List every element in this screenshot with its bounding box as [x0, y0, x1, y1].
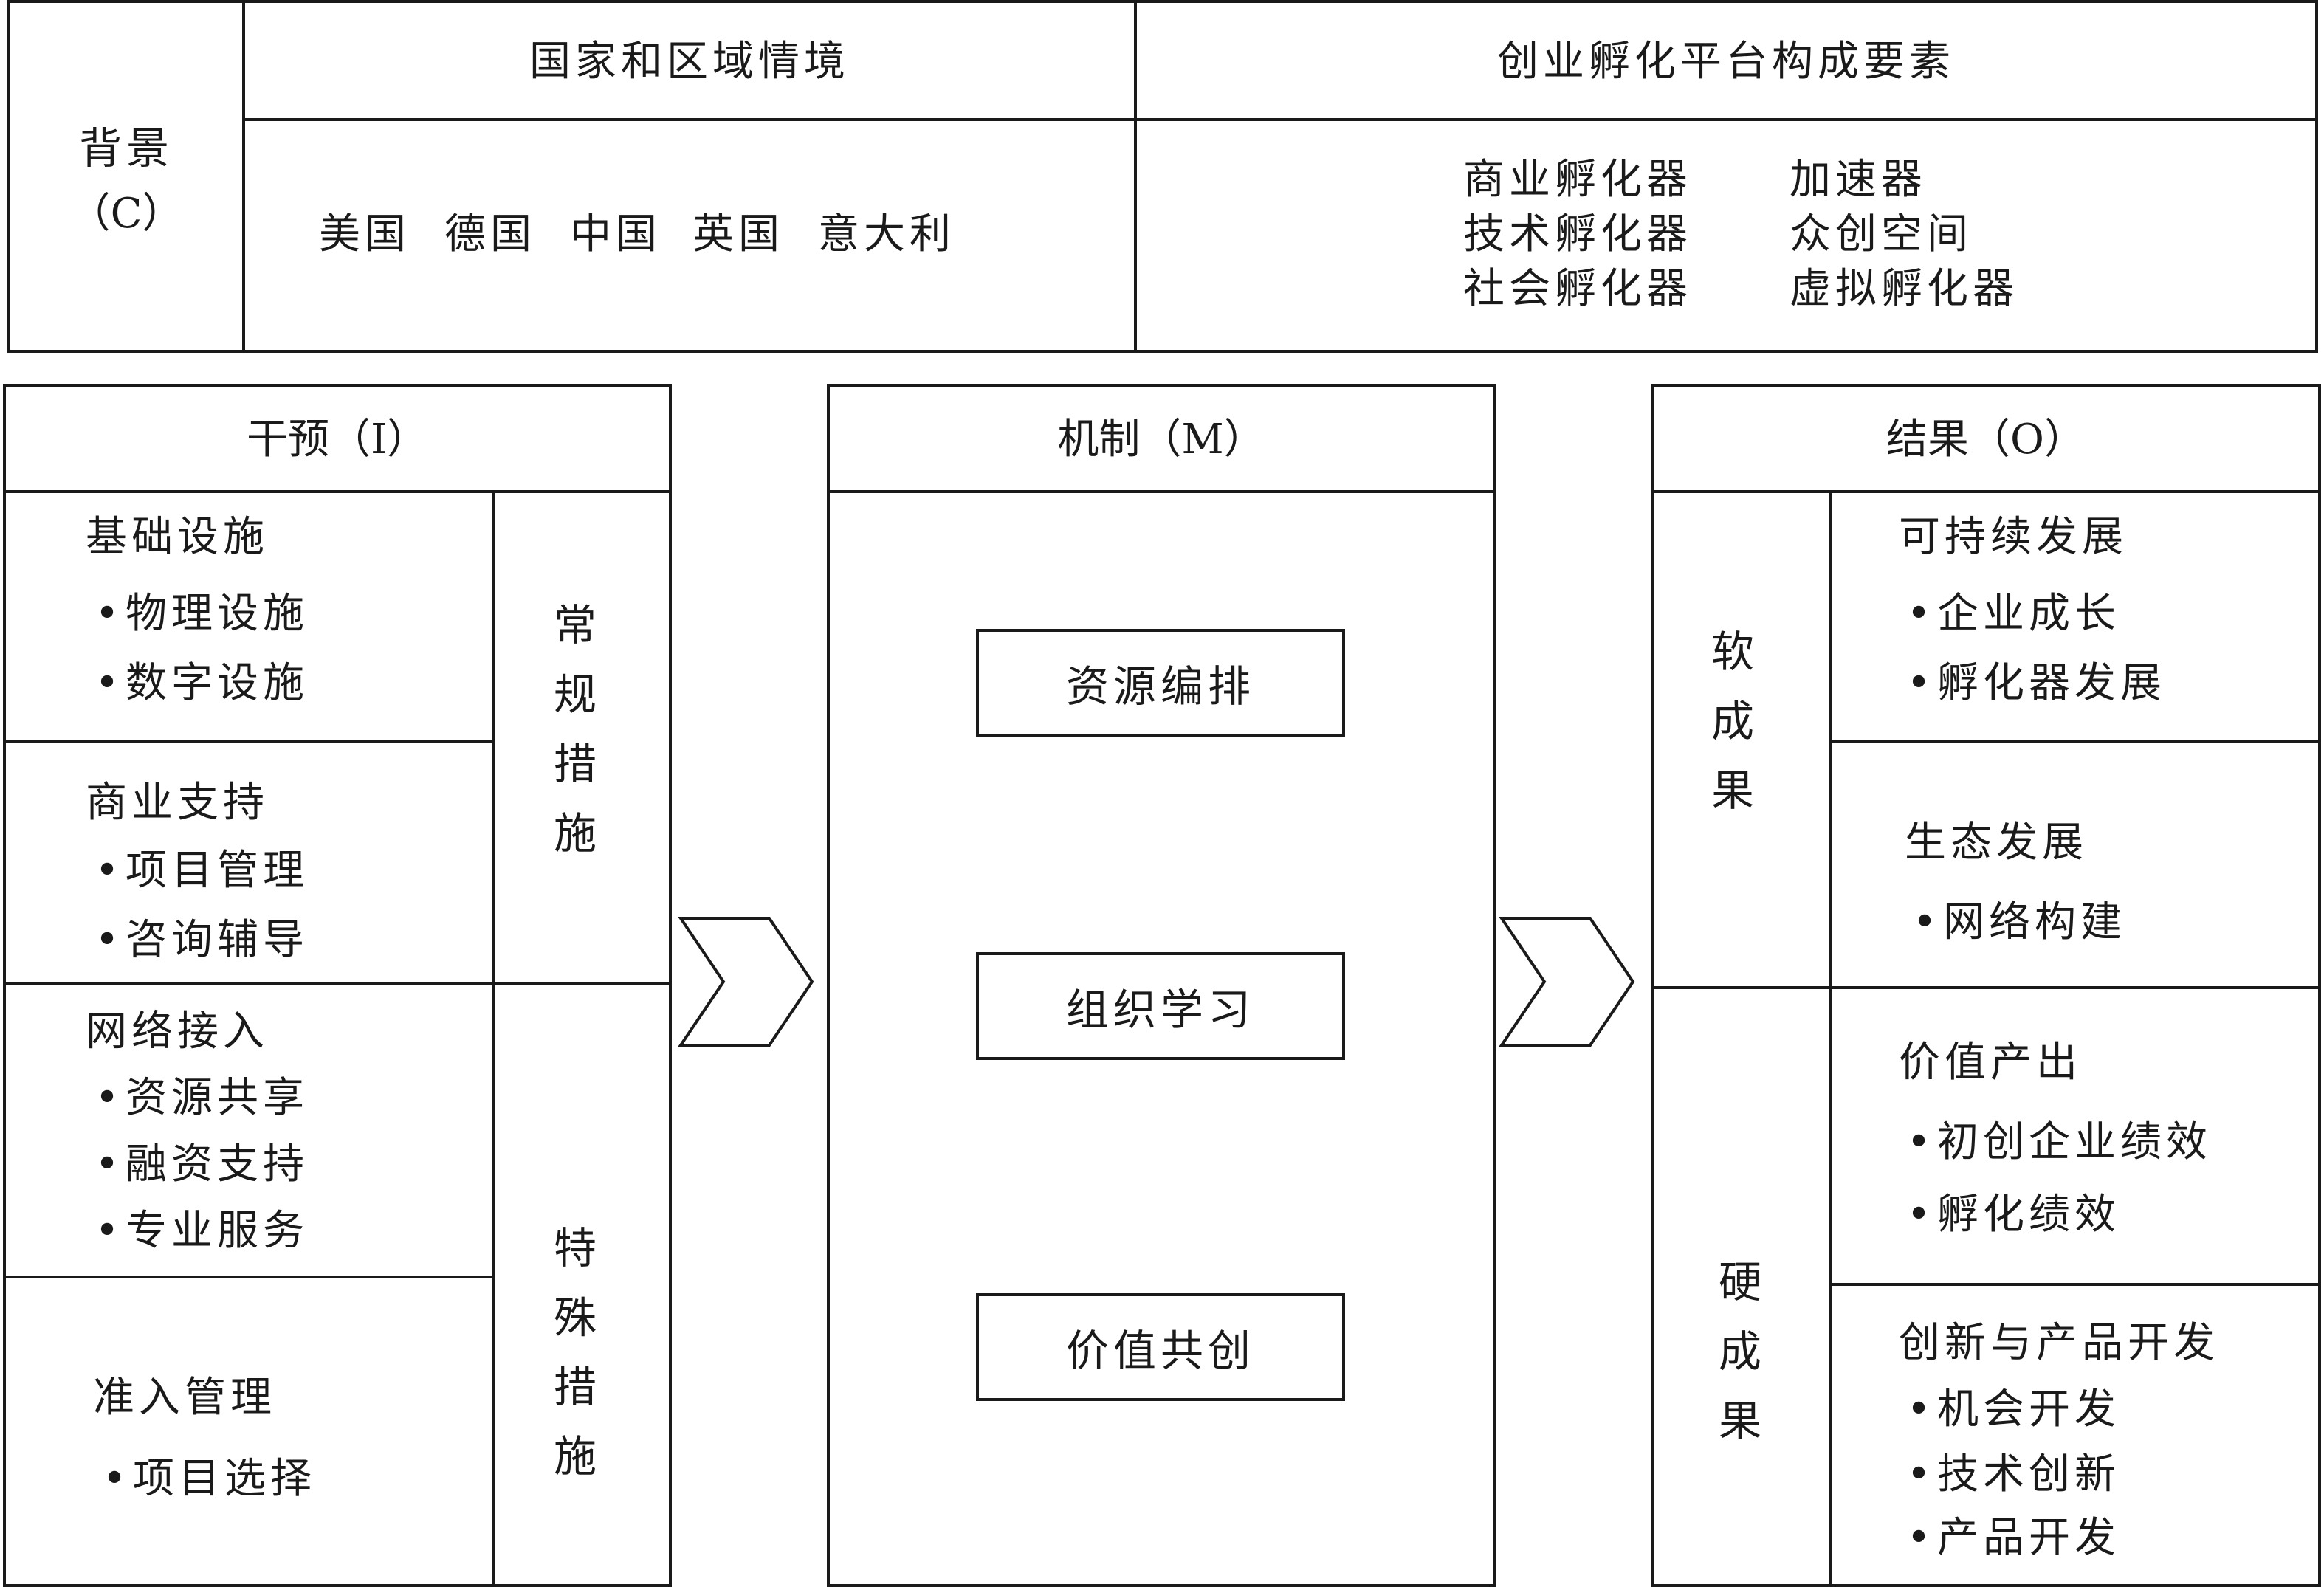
outcome-title: 结果（O） [1886, 416, 2086, 464]
bullet-icon: • [94, 659, 124, 707]
intervention-row-rule-1 [3, 740, 495, 743]
platform-heading: 创业孵化平台构成要素 [1497, 38, 1955, 86]
outcome-group-title: 生态发展 [1905, 819, 2088, 867]
intervention-bullet-item: •资源共享 [93, 1078, 309, 1119]
platform-type: 众创空间 [1790, 210, 1973, 258]
intervention-panel [3, 384, 672, 1587]
chevron-arrow-icon [1499, 917, 1635, 1047]
outcome-group-title: 创新与产品开发 [1899, 1319, 2219, 1367]
intervention-bullet-item: •融资支持 [93, 1144, 309, 1185]
context-table-header-rule [242, 118, 2318, 121]
country-heading: 国家和区域情境 [529, 38, 850, 86]
regular-measures-label: 常规措施 [553, 600, 597, 858]
intervention-column-divider [492, 490, 495, 1587]
mechanism-title: 机制（M） [1057, 416, 1265, 464]
bullet-icon: • [1906, 590, 1936, 638]
intervention-bullet-item: •咨询辅导 [93, 920, 309, 961]
intervention-row-rule-2 [3, 982, 672, 985]
special-measures-label: 特殊措施 [553, 1223, 597, 1481]
bullet-icon: • [94, 847, 124, 895]
bullet-icon: • [102, 1455, 131, 1503]
context-label: 背景 [78, 123, 173, 173]
context-table [7, 0, 2318, 353]
bullet-icon: • [94, 916, 124, 964]
bullet-icon: • [94, 1074, 124, 1122]
intervention-group-title: 准入管理 [93, 1374, 276, 1422]
mechanism-item-box: 资源编排 [976, 629, 1345, 737]
mechanism-title-rule [827, 490, 1496, 493]
outcome-row-rule-3 [1829, 1283, 2321, 1286]
outcome-column-divider [1829, 490, 1832, 1587]
intervention-bullet-item: •项目管理 [93, 850, 309, 892]
chevron-arrow-icon [678, 917, 814, 1047]
intervention-title: 干预（I） [246, 416, 429, 464]
soft-outcome-label: 软成果 [1711, 627, 1754, 816]
outcome-bullet-item: •网络构建 [1911, 902, 2126, 943]
country-item: 德国 [444, 210, 536, 258]
outcome-bullet-item: •孵化器发展 [1905, 663, 2166, 704]
country-item: 意大利 [818, 210, 955, 258]
mechanism-item-box: 组织学习 [976, 952, 1345, 1060]
outcome-bullet-item: •企业成长 [1905, 593, 2120, 635]
outcome-bullet-item: •技术创新 [1905, 1454, 2120, 1495]
bullet-icon: • [1912, 898, 1942, 946]
country-item: 美国 [319, 210, 410, 258]
context-code: （C） [69, 190, 184, 238]
outcome-bullet-item: •产品开发 [1905, 1518, 2120, 1559]
outcome-panel [1651, 384, 2321, 1587]
bullet-icon: • [94, 1140, 124, 1188]
bullet-icon: • [1906, 1450, 1936, 1498]
country-item: 英国 [692, 210, 784, 258]
bullet-icon: • [1906, 1514, 1936, 1562]
intervention-bullet-item: •专业服务 [93, 1211, 309, 1252]
bullet-icon: • [1906, 1385, 1936, 1433]
mechanism-item-box: 价值共创 [976, 1293, 1345, 1401]
bullet-icon: • [1906, 659, 1936, 707]
bullet-icon: • [94, 590, 124, 638]
country-item: 中国 [570, 210, 661, 258]
platform-type: 社会孵化器 [1463, 265, 1692, 313]
bullet-icon: • [1906, 1118, 1936, 1166]
outcome-group-title: 价值产出 [1899, 1039, 2082, 1087]
hard-outcome-label: 硬成果 [1718, 1257, 1761, 1446]
intervention-bullet-item: •项目选择 [100, 1459, 316, 1500]
outcome-title-rule [1651, 490, 2321, 493]
context-table-divider-2 [1134, 0, 1137, 353]
bullet-icon: • [94, 1207, 124, 1255]
platform-type: 加速器 [1790, 156, 1927, 204]
bullet-icon: • [1906, 1191, 1936, 1239]
intervention-title-rule [3, 490, 672, 493]
intervention-bullet-item: •数字设施 [93, 663, 309, 704]
platform-type: 虚拟孵化器 [1790, 265, 2018, 313]
intervention-group-title: 基础设施 [86, 513, 269, 561]
intervention-row-rule-3 [3, 1276, 495, 1278]
intervention-group-title: 网络接入 [86, 1008, 269, 1056]
outcome-group-title: 可持续发展 [1899, 513, 2128, 561]
intervention-group-title: 商业支持 [86, 779, 269, 827]
context-table-divider-1 [242, 0, 245, 353]
outcome-row-rule-1 [1829, 740, 2321, 743]
platform-type: 商业孵化器 [1463, 156, 1692, 204]
outcome-bullet-item: •孵化绩效 [1905, 1194, 2120, 1236]
platform-type: 技术孵化器 [1463, 210, 1692, 258]
outcome-bullet-item: •机会开发 [1905, 1389, 2120, 1431]
intervention-bullet-item: •物理设施 [93, 593, 309, 635]
outcome-bullet-item: •初创企业绩效 [1905, 1122, 2212, 1163]
outcome-row-rule-2 [1651, 986, 2321, 989]
